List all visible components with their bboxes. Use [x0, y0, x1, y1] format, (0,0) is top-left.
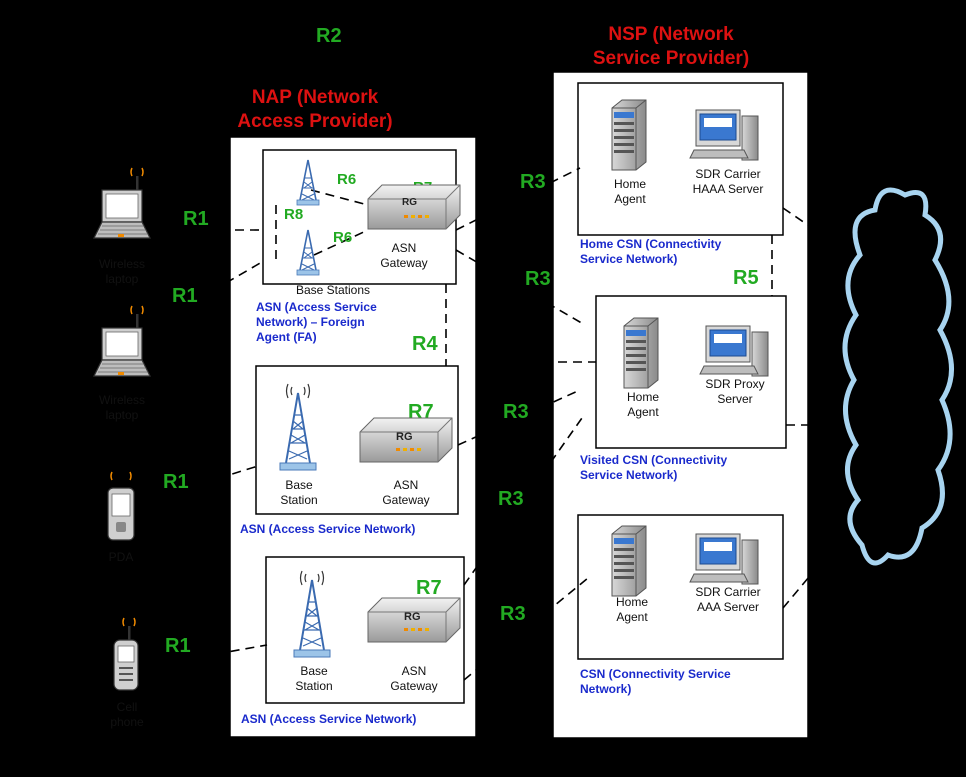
other-csn-server-label-line2: AAA Server	[697, 600, 759, 614]
home-csn-server-label-line2: HAAA Server	[693, 182, 764, 196]
home-csn-caption-line1: Home CSN (Connectivity	[580, 237, 722, 251]
asn3-station-label-line1: Base	[300, 664, 328, 678]
asn2-gateway-label-line1: ASN	[394, 478, 419, 492]
nap-title-line1: NAP (Network	[252, 87, 379, 108]
aaa-server-workstation-icon	[689, 533, 759, 585]
r3-link-other	[463, 577, 589, 681]
internet-cloud	[842, 187, 954, 566]
asn2-station-label-line1: Base	[285, 478, 313, 492]
router-label: RG	[402, 197, 417, 208]
home-agent-server-icon	[611, 525, 647, 597]
visited-csn-agent-label-line2: Agent	[627, 405, 659, 419]
ref-r3-visited-3: R3	[498, 488, 524, 510]
asn1-gateway-label-line2: Gateway	[380, 256, 427, 270]
r6-link-top	[310, 189, 369, 206]
ref-r4: R4	[412, 333, 438, 355]
other-csn-server-label-line1: SDR Carrier	[695, 585, 760, 599]
asn2-station-label-line2: Station	[280, 493, 317, 507]
cell-phone-icon	[113, 617, 139, 691]
ref-r6-top: R6	[337, 171, 356, 188]
asn1-caption-line3: Agent (FA)	[256, 330, 317, 344]
internet-link-home	[782, 207, 863, 263]
visited-csn-server-label-line1: SDR Proxy	[705, 377, 764, 391]
asn3-gateway-label-line1: ASN	[402, 664, 427, 678]
proxy-server-workstation-icon	[699, 325, 769, 377]
r3-link-visited-2	[457, 389, 581, 446]
ref-r2: R2	[316, 25, 342, 47]
home-csn-agent-label-line1: Home	[614, 177, 646, 191]
laptop2-label-line1: Wireless	[99, 393, 145, 407]
other-csn-agent-label-line1: Home	[616, 595, 648, 609]
home-csn-agent-label-line2: Agent	[614, 192, 646, 206]
laptop-icon	[93, 167, 151, 239]
asn3-caption: ASN (Access Service Network)	[241, 712, 416, 726]
asn-gateway-router-icon: RG	[367, 184, 461, 230]
nsp-title-line2: Service Provider)	[593, 48, 749, 69]
asn1-caption-line2: Network) – Foreign	[256, 315, 365, 329]
r3-link-visited-1	[455, 249, 586, 326]
cell-label-line1: Cell	[117, 700, 138, 714]
r6-link-bottom	[313, 229, 369, 256]
r1-link-pda	[131, 465, 259, 506]
ref-r6-bottom: R6	[333, 229, 352, 246]
home-csn-caption-line2: Service Network)	[580, 252, 677, 266]
pda-label: PDA	[109, 550, 134, 564]
ref-r1-cell: R1	[165, 635, 191, 657]
other-csn-caption-line2: Network)	[580, 682, 631, 696]
asn2-caption: ASN (Access Service Network)	[240, 522, 415, 536]
ref-r1-laptop2: R1	[172, 285, 198, 307]
visited-csn-agent-label-line1: Home	[627, 390, 659, 404]
pda-icon	[107, 471, 135, 541]
ref-r8: R8	[284, 206, 303, 223]
other-csn-caption-line1: CSN (Connectivity Service	[580, 667, 731, 681]
asn1-caption-line1: ASN (Access Service	[256, 300, 377, 314]
r1-link-laptop2	[147, 261, 263, 329]
nap-title-line2: Access Provider)	[237, 111, 392, 132]
home-agent-server-icon	[611, 99, 647, 171]
laptop-icon	[93, 305, 151, 377]
asn1-gateway-label-line1: ASN	[392, 241, 417, 255]
asn-gateway-router-icon: RG	[359, 417, 453, 463]
asn2-gateway-label-line2: Gateway	[382, 493, 429, 507]
router-label: RG	[396, 431, 413, 443]
visited-csn-caption-line2: Service Network)	[580, 468, 677, 482]
ref-r3-home: R3	[520, 171, 546, 193]
asn3-gateway-label-line2: Gateway	[390, 679, 437, 693]
r3-link-visited-3	[463, 417, 583, 586]
r1-link-cell	[141, 644, 268, 668]
nsp-title-line1: NSP (Network	[608, 24, 734, 45]
home-csn-server-label-line1: SDR Carrier	[695, 167, 760, 181]
ref-r3-visited-2: R3	[503, 401, 529, 423]
laptop1-label-line1: Wireless	[99, 257, 145, 271]
r2-link	[112, 44, 596, 363]
other-csn-agent-label-line2: Agent	[616, 610, 648, 624]
laptop2-label-line2: laptop	[106, 408, 139, 422]
ref-r1-pda: R1	[163, 471, 189, 493]
ref-r3-other: R3	[500, 603, 526, 625]
asn1-stations-label: Base Stations	[296, 283, 370, 297]
ref-r7-asn3: R7	[416, 577, 442, 599]
aaa-server-workstation-icon	[689, 109, 759, 161]
laptop1-label-line2: laptop	[106, 272, 139, 286]
cell-label-line2: phone	[110, 715, 144, 729]
visited-csn-caption-line1: Visited CSN (Connectivity	[580, 453, 727, 467]
ref-r5: R5	[733, 267, 759, 289]
asn3-station-label-line2: Station	[295, 679, 332, 693]
asn-gateway-router-icon: RG	[367, 597, 461, 643]
r3-link-home	[455, 167, 581, 231]
home-agent-server-icon	[623, 317, 659, 389]
router-label: RG	[404, 611, 421, 623]
ref-r1-laptop1: R1	[183, 208, 209, 230]
ref-r3-visited-1: R3	[525, 268, 551, 290]
visited-csn-server-label-line2: Server	[717, 392, 752, 406]
